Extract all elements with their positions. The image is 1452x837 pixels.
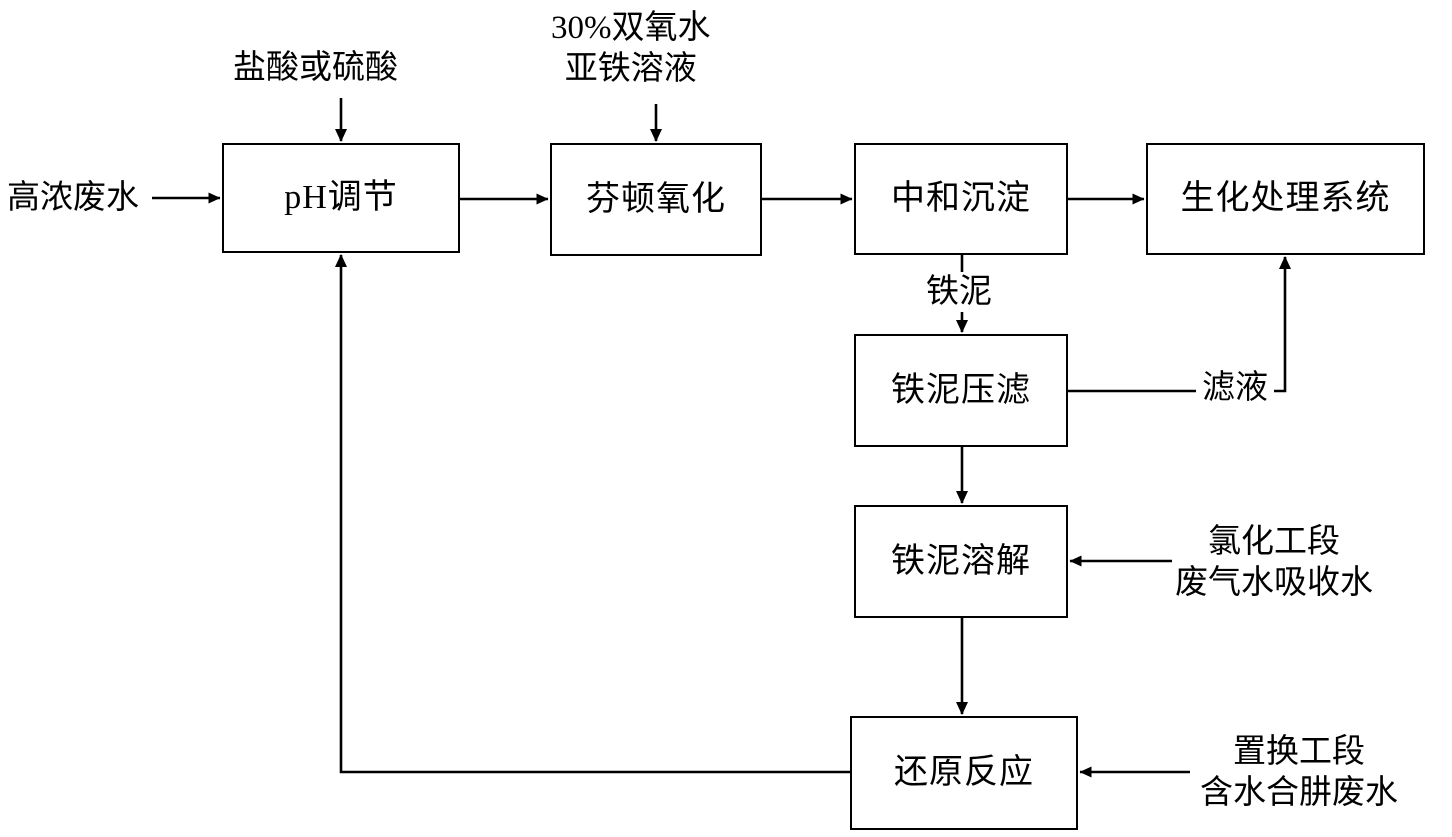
label-displacement-feed-line2: 含水合肼废水 (1200, 775, 1398, 812)
node-iron-sludge-dissolution[interactable]: 铁泥溶解 (854, 505, 1068, 618)
node-ph-adjust[interactable]: pH调节 (222, 143, 460, 253)
node-fenton-oxidation[interactable]: 芬顿氧化 (550, 143, 762, 256)
label-filtrate-stream-text: 滤液 (1202, 370, 1268, 406)
node-neutralize-precipitate[interactable]: 中和沉淀 (854, 143, 1068, 255)
node-label-reduction-reaction: 还原反应 (894, 754, 1034, 792)
label-chlorination-feed-line2: 废气水吸收水 (1175, 565, 1373, 602)
label-peroxide-feed-line1: 30%双氧水 (551, 10, 711, 46)
label-iron-sludge-stream: 铁泥 (920, 272, 998, 313)
label-influent: 高浓废水 (4, 178, 142, 219)
connector-reduction-to-ph-ferrous (335, 254, 850, 774)
node-label-biochemical-treatment-system: 生化处理系统 (1180, 180, 1391, 218)
node-iron-sludge-press-filter[interactable]: 铁泥压滤 (854, 334, 1068, 447)
node-reduction-reaction[interactable]: 还原反应 (850, 716, 1078, 830)
label-displacement-feed: 置换工段 含水合肼废水 (1197, 732, 1401, 815)
label-peroxide-ferrous-feed: 30%双氧水 亚铁溶液 (548, 8, 714, 91)
label-filtrate-stream: 滤液 (1196, 368, 1274, 409)
node-label-neutralize-precipitate: 中和沉淀 (891, 180, 1031, 218)
label-chlorination-feed: 氯化工段 废气水吸收水 (1172, 522, 1376, 605)
label-acid-feed: 盐酸或硫酸 (230, 48, 401, 89)
label-influent-text: 高浓废水 (7, 180, 139, 216)
node-label-iron-sludge-dissolution: 铁泥溶解 (891, 542, 1031, 580)
label-displacement-feed-line1: 置换工段 (1233, 734, 1365, 770)
label-chlorination-feed-line1: 氯化工段 (1208, 524, 1340, 560)
node-label-fenton-oxidation: 芬顿氧化 (586, 180, 726, 218)
label-iron-sludge-stream-text: 铁泥 (926, 274, 992, 310)
node-biochemical-treatment-system[interactable]: 生化处理系统 (1146, 143, 1425, 255)
node-label-iron-sludge-press-filter: 铁泥压滤 (891, 371, 1031, 409)
label-peroxide-feed-line2: 亚铁溶液 (564, 51, 697, 88)
node-label-ph-adjust: pH调节 (284, 179, 398, 217)
label-acid-feed-text: 盐酸或硫酸 (233, 50, 398, 86)
connector-press-to-biochem-filtrate (1068, 256, 1291, 393)
